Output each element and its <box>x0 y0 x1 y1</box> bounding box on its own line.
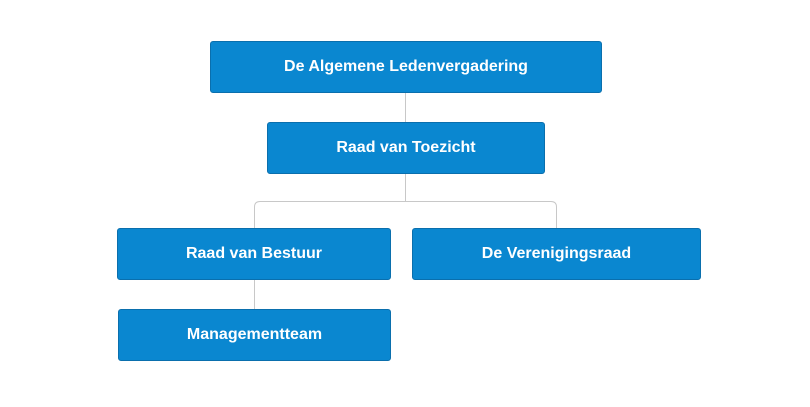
connector-branch-to-executive-board <box>254 201 406 228</box>
node-label-supervisory-board: Raad van Toezicht <box>336 139 476 156</box>
node-label-association-council: De Verenigingsraad <box>481 245 632 262</box>
node-executive-board[interactable]: Raad van Bestuur <box>117 228 391 280</box>
node-association-council[interactable]: De Verenigingsraad <box>412 228 701 280</box>
node-supervisory-board[interactable]: Raad van Toezicht <box>267 122 545 174</box>
node-general-assembly[interactable]: De Algemene Ledenvergadering <box>210 41 602 93</box>
node-management-team[interactable]: Managementteam <box>118 309 391 361</box>
connector-branch-to-association-council <box>405 201 557 228</box>
node-label-management-team: Managementteam <box>186 326 323 343</box>
node-label-executive-board: Raad van Bestuur <box>185 245 323 262</box>
node-label-general-assembly: De Algemene Ledenvergadering <box>284 58 528 75</box>
